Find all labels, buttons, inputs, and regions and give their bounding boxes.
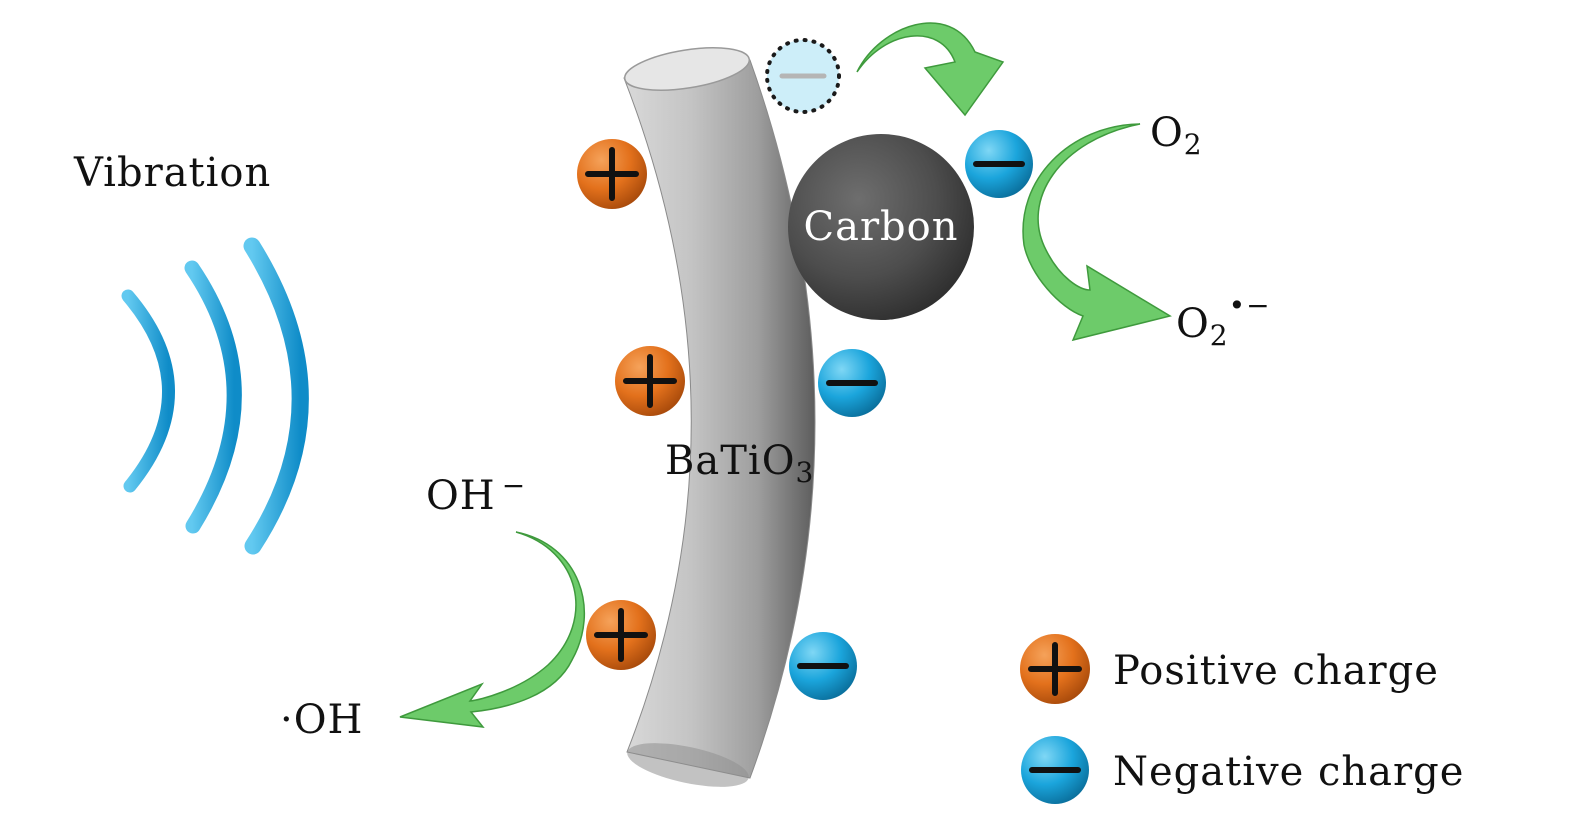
positive-charge-icon [577, 139, 647, 209]
electron-transfer-arrow [856, 22, 1005, 117]
legend: Positive charge Negative charge [1020, 634, 1464, 804]
oxygen-reduction-arrow [1022, 123, 1172, 342]
superoxide-main: O [1176, 301, 1210, 347]
superoxide-superscript: •− [1229, 289, 1271, 322]
hydroxide-main: OH [426, 473, 496, 519]
batio3-rod [623, 47, 816, 787]
o2-label: O2 [1150, 110, 1203, 161]
carbon-sphere: Carbon [788, 134, 974, 320]
superoxide-subscript: 2 [1210, 319, 1229, 352]
legend-negative-icon [1021, 736, 1089, 804]
hydroxide-oxidation-arrow [399, 531, 586, 728]
batio3-label: BaTiO3 [665, 438, 814, 489]
vibration-wave-outer [243, 237, 309, 555]
vibration-wave-inner [121, 289, 175, 493]
o2-main: O [1150, 110, 1184, 156]
legend-negative-label: Negative charge [1113, 749, 1464, 795]
vibration-waves-icon [121, 237, 309, 555]
positive-charge-icon [615, 346, 685, 416]
vibration-wave-middle [184, 260, 242, 534]
migrating-electron-icon [765, 38, 841, 114]
batio3-subscript: 3 [796, 456, 815, 489]
vibration-label: Vibration [73, 150, 271, 196]
positive-charge-icon [586, 600, 656, 670]
hydroxide-superscript: − [502, 469, 526, 502]
legend-positive-icon [1020, 634, 1090, 704]
negative-charge-icon [965, 130, 1033, 198]
batio3-main: BaTiO [665, 438, 796, 484]
hydroxide-label: OH− [426, 469, 526, 519]
negative-charge-icon [818, 349, 886, 417]
hydroxyl-radical-label: ·OH [280, 697, 363, 743]
negative-charge-icon [789, 632, 857, 700]
o2-subscript: 2 [1184, 128, 1203, 161]
superoxide-label: O2•− [1176, 289, 1271, 352]
carbon-label: Carbon [803, 204, 958, 250]
legend-positive-label: Positive charge [1113, 648, 1439, 694]
